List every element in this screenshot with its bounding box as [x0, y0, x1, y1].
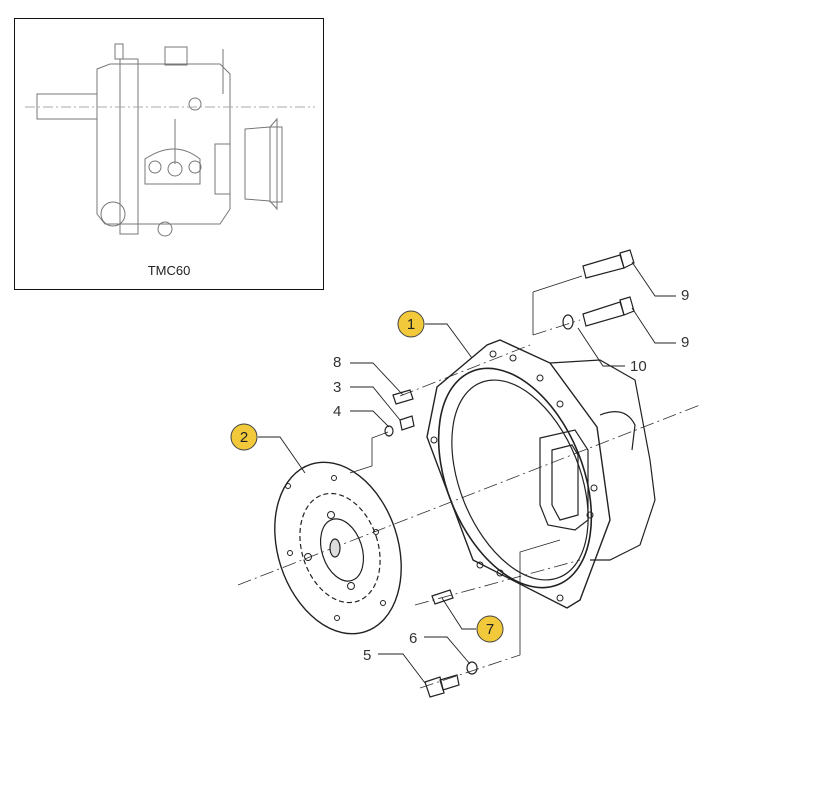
model-inset-panel: TMC60	[14, 18, 324, 290]
callout-2[interactable]: 2	[230, 423, 258, 451]
callout-7[interactable]: 7	[476, 615, 504, 643]
screw-3	[399, 415, 415, 431]
svg-text:2: 2	[240, 429, 248, 446]
gearbox-body	[96, 63, 231, 225]
callout-4[interactable]: 4	[333, 403, 341, 420]
washer-10	[562, 314, 574, 330]
bolt-5	[424, 676, 445, 698]
model-name-label: TMC60	[147, 263, 191, 278]
callout-6[interactable]: 6	[409, 630, 417, 647]
transmission-thumbnail	[25, 43, 315, 237]
callout-3[interactable]: 3	[333, 379, 341, 396]
bell-housing-part-1	[426, 339, 656, 609]
washer-4	[384, 425, 394, 437]
washer-6	[466, 661, 478, 675]
axis-lines	[237, 319, 701, 689]
callout-10[interactable]: 10	[630, 358, 647, 375]
svg-text:7: 7	[486, 621, 494, 638]
callout-leaders	[258, 261, 676, 684]
coupling-disc-part-2	[274, 461, 402, 635]
callout-9-lower[interactable]: 9	[681, 334, 689, 351]
bolt-9-upper	[582, 249, 635, 279]
callout-8[interactable]: 8	[333, 354, 341, 371]
svg-text:1: 1	[407, 316, 415, 333]
bolt-9-lower	[582, 296, 635, 327]
dowel-7	[431, 589, 454, 605]
callout-9-upper[interactable]: 9	[681, 287, 689, 304]
callout-1[interactable]: 1	[397, 310, 425, 338]
dowel-8	[392, 389, 414, 405]
callout-5[interactable]: 5	[363, 647, 371, 664]
